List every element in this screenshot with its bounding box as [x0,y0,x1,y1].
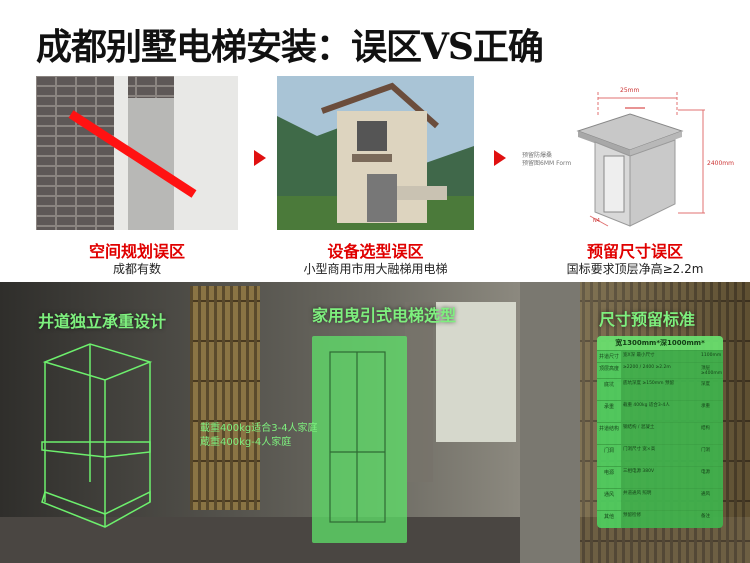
mistake-image-space-planning [36,76,238,230]
correct-title: 井道独立承重设计 [38,312,167,331]
table-row: 门洞门洞尺寸 宽×高门洞 [597,444,723,466]
table-row: 底坑底坑深度 ≥150mm 预留深度 [597,378,723,400]
mistake-title: 预留尺寸误区 [586,242,683,261]
page-title: 成都别墅电梯安装：误区VS正确 [36,26,544,68]
mistake-subtitle: 小型商用市用大融梯用电梯 [303,262,448,276]
width-dimension-label: 25mm [620,87,640,94]
depth-dimension-label: N4 [593,218,600,224]
correct-title: 家用曳引式电梯选型 [312,306,457,325]
mistake-image-equipment [277,76,474,230]
table-row: 承重载重 400kg 适合3-4人承重 [597,400,723,422]
mistake-subtitle: 成都有数 [112,262,161,276]
side-note: 预留防爆桑 预留图6MM Form [522,152,572,167]
height-dimension-label: 2400mm [707,160,734,167]
arrow-right-icon [254,150,266,166]
mistake-title: 设备选型误区 [327,242,424,261]
correct-title: 尺寸预留标准 [599,310,696,329]
mistake-title: 空间规划误区 [88,242,185,261]
table-row: 井道结构钢结构 / 混凝土结构 [597,422,723,444]
spec-table-header: 宽1300mm*深1000mm* [597,336,723,350]
mistake-subtitle: 国标要求顶层净高≥2.2m [566,262,704,276]
mistake-image-dimensions: 25mm 2400mm N4 预留防爆桑 预留图6MM Form [520,76,750,230]
load-note: 載重400kg适合3-4人家庭 蔵重400kg-4人家庭 [200,423,318,448]
table-row: 通风井道通风 照明通风 [597,488,723,510]
arrow-right-icon [494,150,506,166]
table-row: 其他预留检修备注 [597,510,723,528]
